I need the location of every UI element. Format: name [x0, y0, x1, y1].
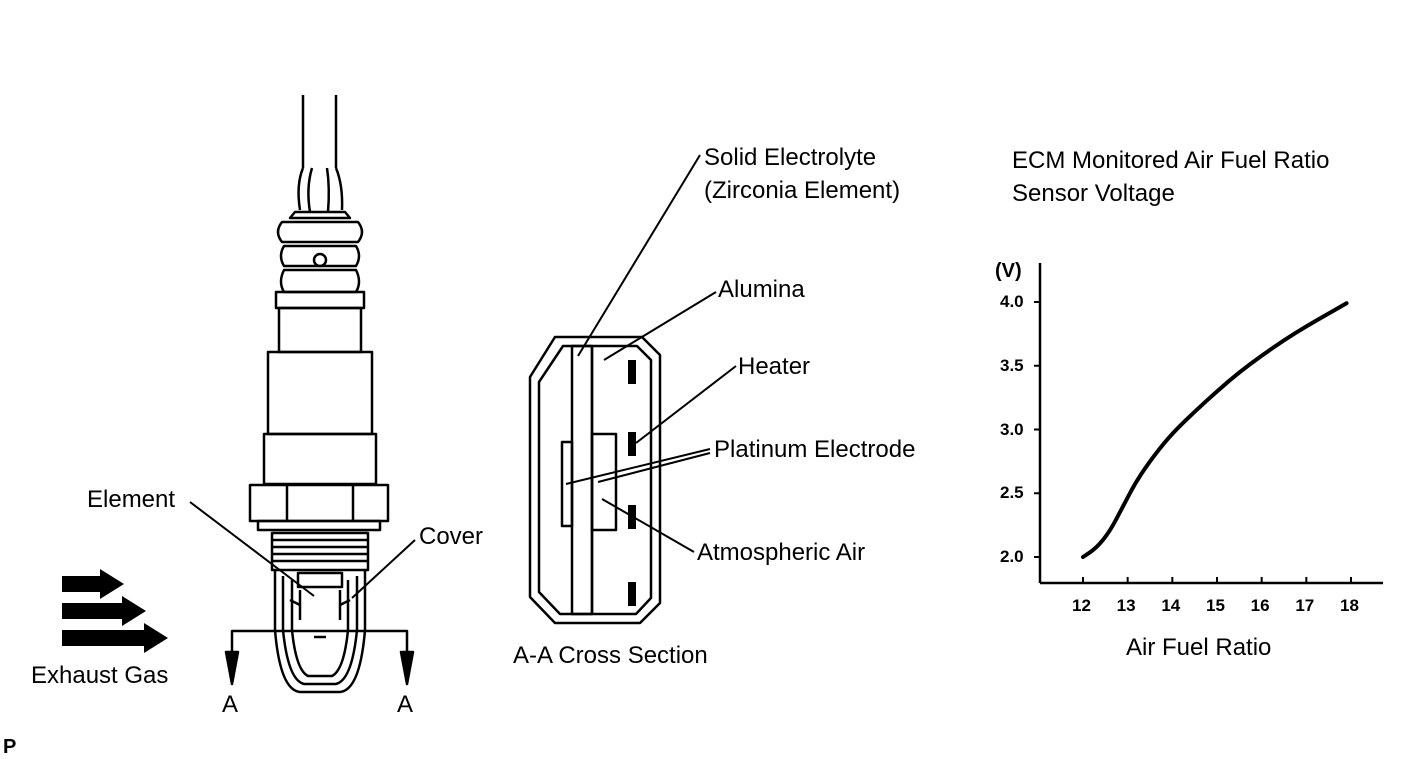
sensor-hex-nut	[248, 483, 390, 532]
label-cover: Cover	[419, 523, 484, 550]
x-axis-ticks	[1082, 577, 1352, 583]
chart-y-axis-label: (V)	[995, 260, 1022, 282]
y-tick-label: 4.0	[1000, 292, 1024, 311]
y-tick-label: 3.0	[1000, 419, 1024, 439]
y-axis-ticks	[1034, 301, 1040, 558]
label-atmospheric-air: Atmospheric Air	[697, 539, 866, 566]
label-zirconia-element: (Zirconia Element)	[704, 177, 901, 204]
footer-code: P	[3, 736, 17, 758]
y-tick-label: 3.5	[1000, 355, 1024, 375]
sensor-cable	[297, 95, 344, 213]
x-tick-label: 14	[1161, 596, 1181, 615]
chart-subtitle: Sensor Voltage	[1012, 180, 1175, 207]
section-line-a-a	[224, 629, 415, 686]
label-alumina: Alumina	[718, 276, 805, 303]
chart-title: ECM Monitored Air Fuel Ratio	[1012, 147, 1330, 174]
exhaust-gas-arrows	[62, 569, 168, 653]
platinum-electrodes	[560, 432, 618, 532]
sensor-leader-lines	[189, 501, 416, 599]
x-tick-label: 15	[1206, 596, 1225, 615]
sensor-thread	[270, 531, 370, 572]
x-tick-label: 16	[1250, 596, 1270, 615]
label-element: Element	[87, 486, 176, 513]
y-tick-label: 2.0	[1000, 547, 1024, 566]
chart-x-axis-label: Air Fuel Ratio	[1126, 634, 1272, 661]
cross-section-outer-shell	[528, 335, 662, 625]
cross-section-title: A-A Cross Section	[513, 642, 708, 669]
x-tick-label: 13	[1116, 596, 1136, 615]
cross-section-leader-lines	[565, 154, 737, 553]
y-tick-label: 2.5	[1000, 483, 1024, 503]
x-tick-label: 12	[1072, 596, 1091, 615]
label-section-a-right: A	[397, 691, 414, 718]
voltage-curve	[1081, 301, 1349, 559]
sensor-cover	[273, 570, 367, 694]
label-exhaust-gas: Exhaust Gas	[31, 662, 169, 689]
chart-axes	[1038, 263, 1383, 585]
label-section-a-left: A	[222, 691, 239, 718]
x-tick-label: 18	[1340, 596, 1359, 615]
label-solid-electrolyte: Solid Electrolyte	[704, 144, 877, 171]
label-heater: Heater	[738, 353, 811, 380]
label-platinum-electrode: Platinum Electrode	[714, 436, 916, 463]
x-tick-label: 17	[1295, 596, 1315, 615]
